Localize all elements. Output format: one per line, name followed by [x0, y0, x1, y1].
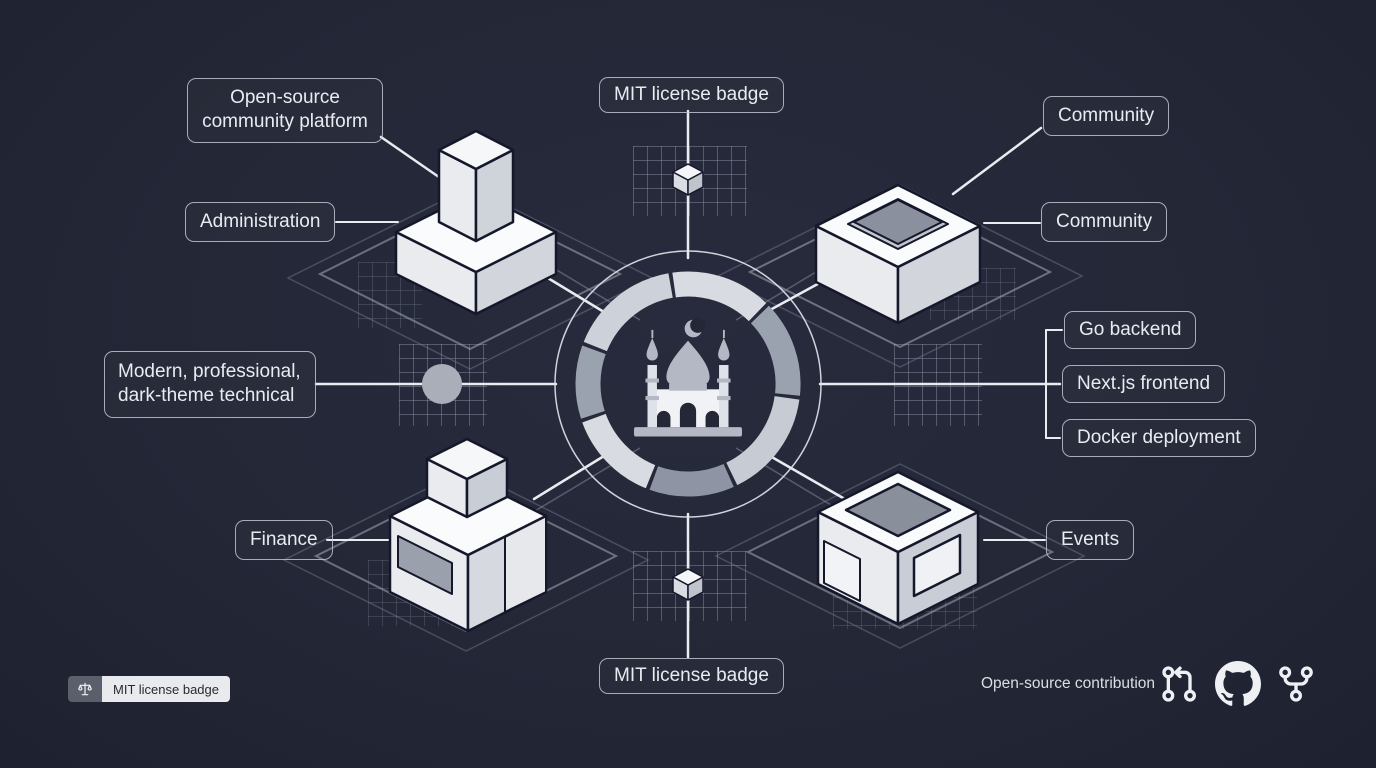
floor-diamonds — [282, 184, 1086, 652]
minaret-right — [717, 329, 731, 428]
github-icon — [1215, 661, 1261, 706]
label-mit-top: MIT license badge — [599, 77, 784, 114]
pull-request-icon — [1162, 666, 1196, 702]
mit-license-badge: MIT license badge — [68, 676, 230, 702]
segmented-ring — [575, 271, 801, 497]
minaret-left — [645, 329, 659, 428]
administration-module-box — [394, 129, 558, 316]
label-mit-bottom: MIT license badge — [599, 658, 784, 695]
mini-cube-top — [672, 163, 704, 196]
label-go-backend: Go backend — [1064, 311, 1197, 350]
scales-icon — [68, 676, 102, 702]
annotation-platform: Open-source community platform — [187, 78, 383, 143]
label-events: Events — [1046, 520, 1135, 561]
git-fork-icon — [1279, 666, 1313, 702]
mosque-icon — [634, 317, 742, 437]
label-nextjs-frontend: Next.js frontend — [1062, 365, 1226, 404]
footer-icons — [1160, 661, 1316, 707]
label-community-mid: Community — [1041, 202, 1168, 243]
label-administration: Administration — [185, 202, 336, 243]
footer-caption: Open-source contribution — [981, 675, 1156, 692]
outer-thin-circle — [554, 250, 822, 518]
label-finance: Finance — [235, 520, 333, 561]
label-community-top: Community — [1043, 96, 1170, 137]
events-module-box — [816, 470, 980, 626]
label-docker-deployment: Docker deployment — [1062, 419, 1256, 458]
finance-module-box — [388, 437, 548, 633]
community-module-box — [814, 183, 982, 325]
node-dot — [422, 364, 462, 404]
badge-text: MIT license badge — [102, 676, 230, 702]
mini-cube-bottom — [672, 568, 704, 601]
annotation-theme: Modern, professional, dark-theme technic… — [104, 351, 316, 418]
